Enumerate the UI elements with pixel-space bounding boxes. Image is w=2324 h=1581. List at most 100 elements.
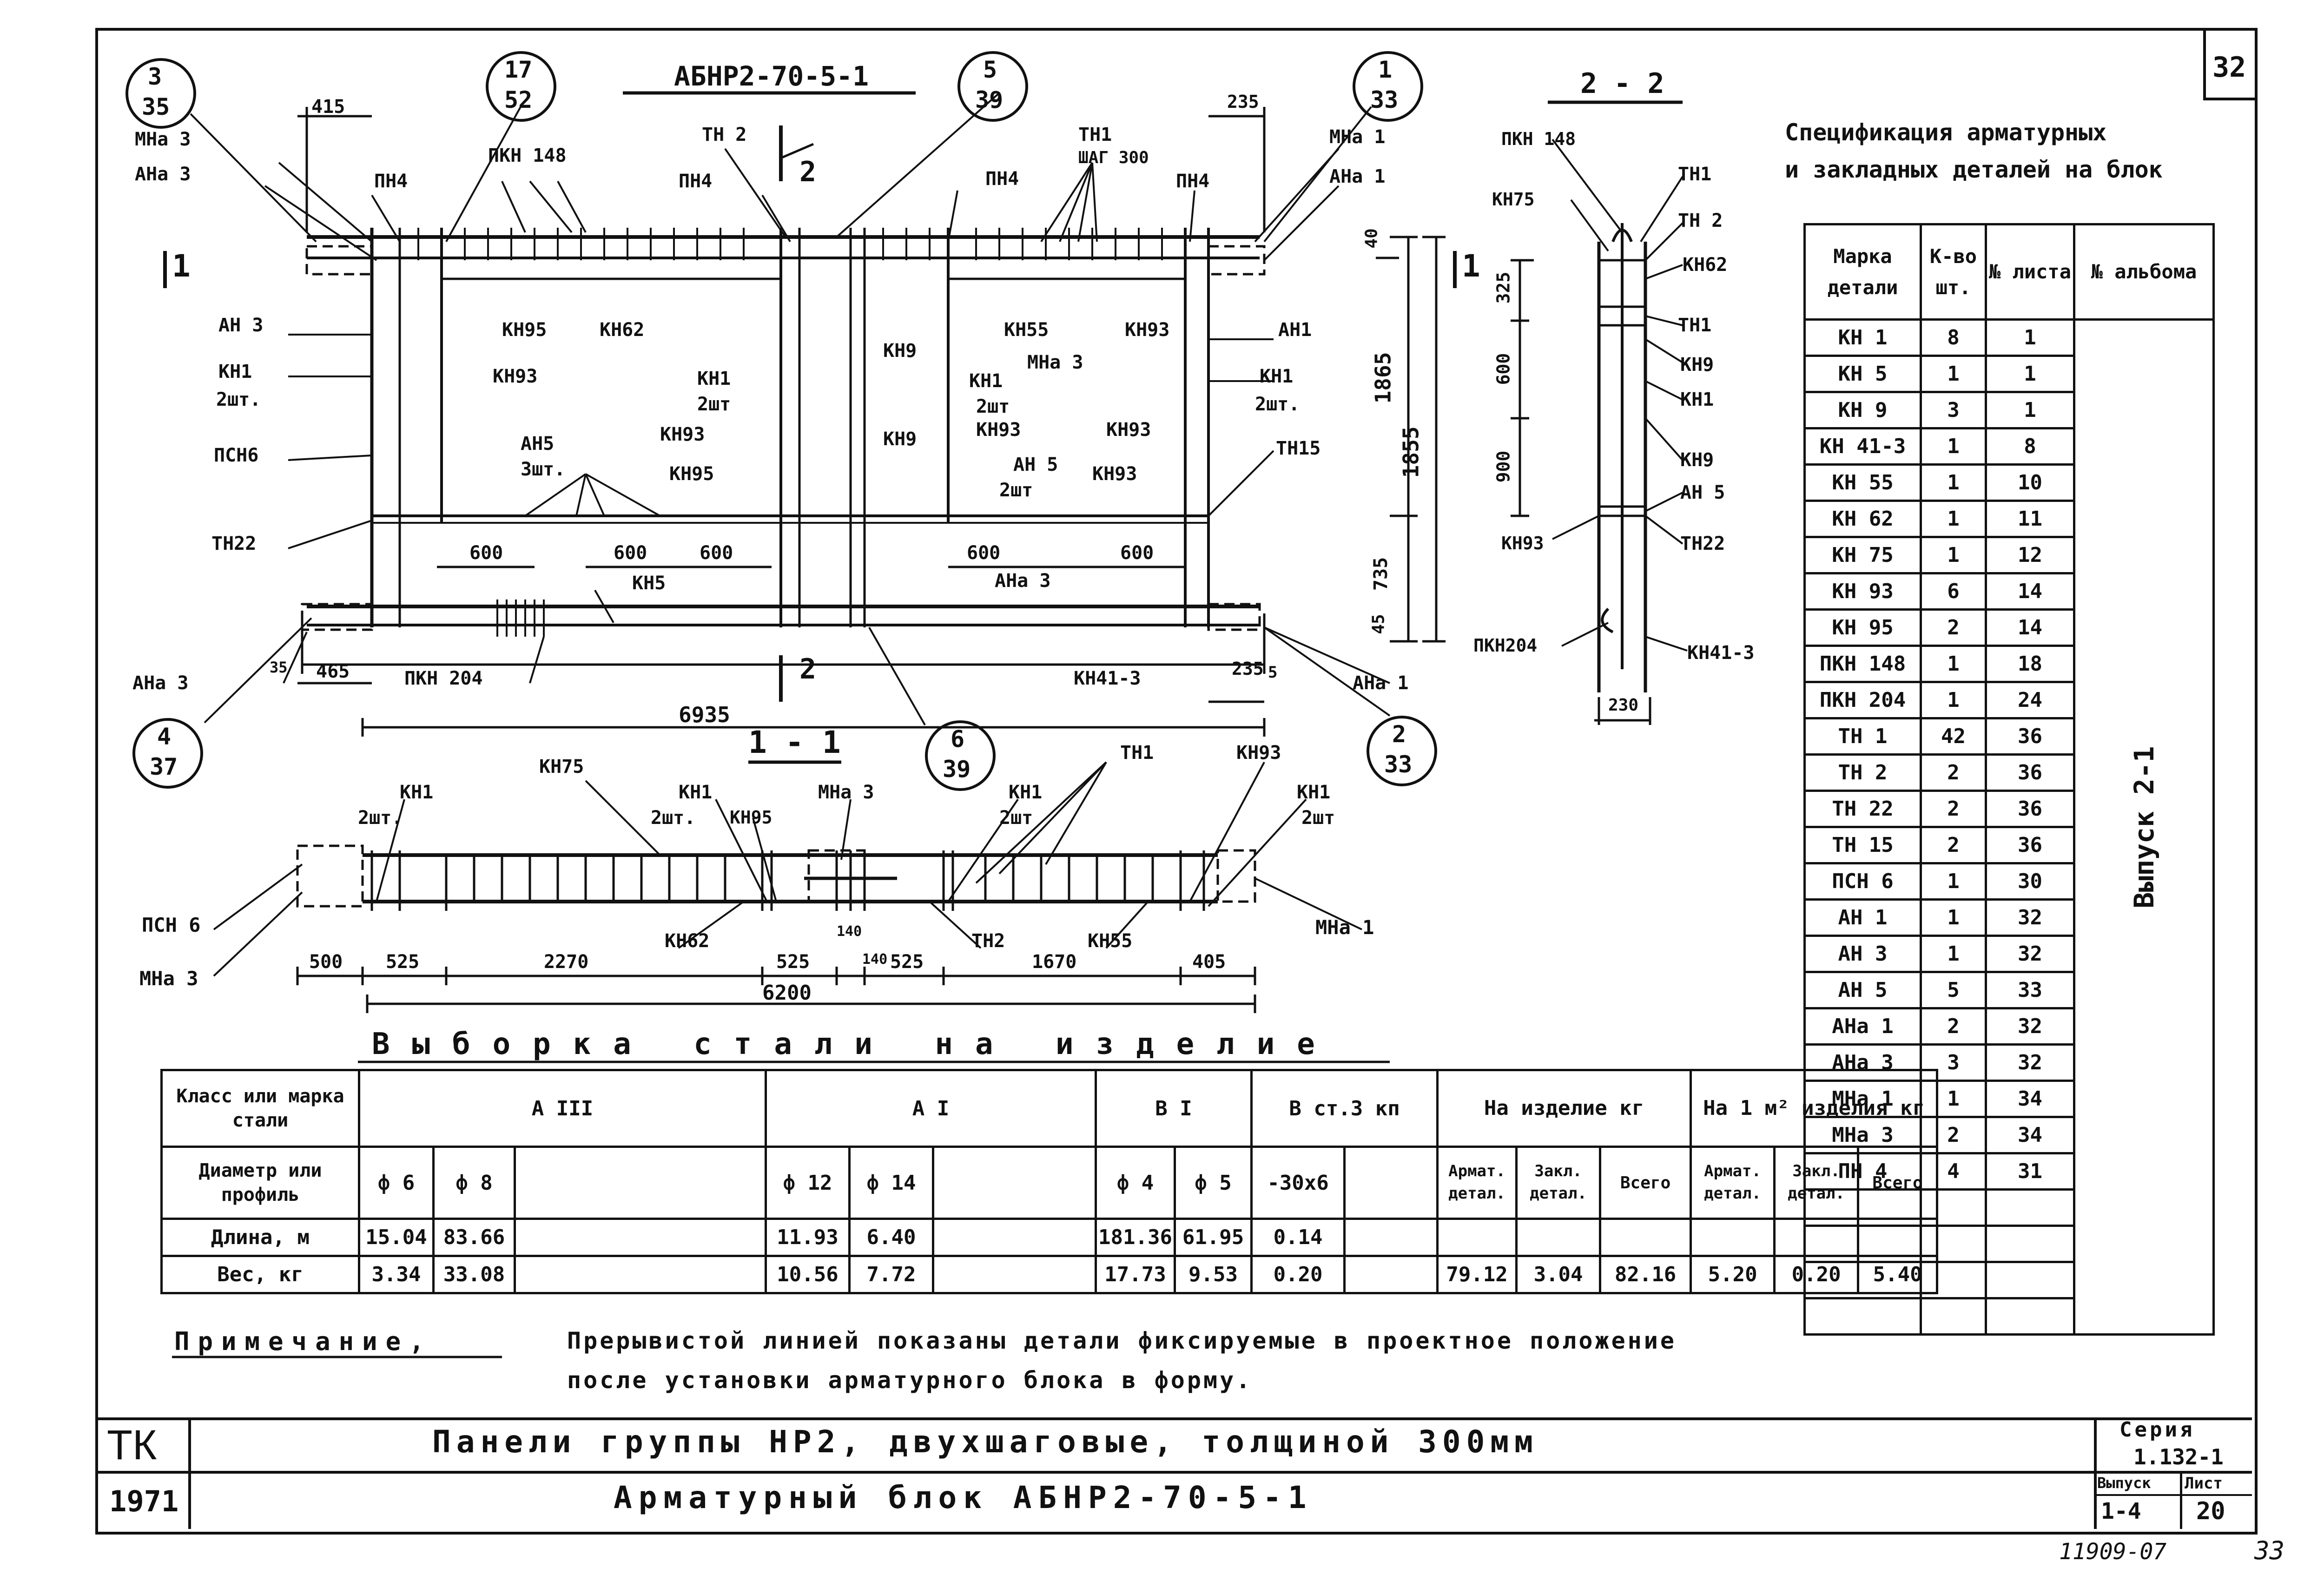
s11-2sht-b: 2шт. [651, 807, 696, 829]
steel-table: Класс или марка стали А III А I В I В ст… [160, 1069, 1939, 1294]
cell [1436, 1218, 1518, 1257]
cell: ТН 15 [1803, 826, 1922, 864]
s11-kn62: КН62 [665, 930, 710, 952]
dim-6935: 6935 [679, 702, 730, 727]
cell: 42 [1920, 717, 1987, 756]
label-pn4-b: ПН4 [679, 171, 713, 192]
spec-table: Марка детали К-во шт. № листа № альбома … [1803, 223, 2215, 1336]
cell: 1 [1920, 645, 1987, 683]
callout-2-33-top: 2 [1392, 721, 1406, 748]
s22-kn62: КН62 [1683, 254, 1728, 276]
callout-5-39 [957, 51, 1028, 122]
cell [1773, 1218, 1860, 1257]
cell: 3.04 [1515, 1255, 1602, 1294]
callout-3-35-top: 3 [148, 63, 162, 90]
cell: Армат. детал. [1436, 1146, 1518, 1220]
note-label: Примечание, [174, 1327, 433, 1356]
callout-5-39-bottom: 39 [975, 86, 1004, 113]
cell [932, 1146, 1097, 1220]
callout-5-39-top: 5 [983, 56, 997, 83]
s11-tn2: ТН2 [971, 930, 1005, 952]
cell: 8 [1920, 318, 1987, 357]
steel-row-diam: Диаметр или профиль ф 6 ф 8 ф 12 ф 14 ф … [160, 1146, 1939, 1220]
cell: 34 [1985, 1116, 2075, 1154]
s11-kn1-c: КН1 [1009, 782, 1043, 803]
label-2sht-left: 2шт. [216, 389, 261, 410]
cell: КН 1 [1803, 318, 1922, 357]
steel-per-m2: На 1 м² изделия кг [1690, 1069, 1939, 1148]
cell [513, 1218, 767, 1257]
cell [1985, 1188, 2075, 1227]
tb-line2: Арматурный блок АБНР2-70-5-1 [614, 1480, 1313, 1515]
steel-title: Выборка стали на изделие [372, 1027, 1337, 1061]
label-ah3: АН 3 [218, 315, 264, 336]
label-kn62: КН62 [600, 319, 645, 341]
cell: 24 [1985, 681, 2075, 719]
s11-dim-1670: 1670 [1032, 951, 1077, 973]
dim-600-2: 600 [614, 542, 647, 564]
cell: ф 6 [358, 1146, 435, 1220]
s11-kn93: КН93 [1236, 742, 1281, 764]
label-cut-2-top: 2 [799, 156, 817, 188]
cell: 14 [1985, 608, 2075, 647]
steel-row-length: Длина, м 15.04 83.66 11.93 6.40 181.36 6… [160, 1218, 1939, 1257]
steel-row-class-label: Класс или марка стали [160, 1069, 360, 1148]
label-pn4-a: ПН4 [374, 171, 408, 192]
s22-tn1-b: ТН1 [1678, 315, 1712, 336]
callout-4-37-bottom: 37 [150, 753, 178, 780]
label-2sht-r: 2шт [976, 396, 1010, 417]
cell: 0.20 [1250, 1255, 1346, 1294]
cell [1985, 1225, 2075, 1263]
s11-dim-405: 405 [1192, 951, 1226, 973]
cell: КН 93 [1803, 572, 1922, 611]
s11-dim-525-a: 525 [386, 951, 420, 973]
callout-3-35 [125, 58, 196, 129]
label-ana3-top: АНа 3 [135, 164, 191, 185]
callout-4-37-top: 4 [157, 723, 172, 750]
label-tn1: ТН1 [1078, 124, 1112, 145]
s22-kn41-3: КН41-3 [1687, 642, 1755, 664]
spec-header-mark: Марка детали [1803, 223, 1922, 321]
table-row-empty [1803, 1297, 2214, 1336]
cell: ф 12 [765, 1146, 851, 1220]
cell: 1 [1985, 391, 2075, 429]
cell: 3 [1920, 391, 1987, 429]
cell: 11 [1985, 500, 2075, 538]
cell: 11.93 [765, 1218, 851, 1257]
cell: ТН 1 [1803, 717, 1922, 756]
cell: 0.20 [1773, 1255, 1860, 1294]
label-ana1-bot: АНа 1 [1353, 672, 1409, 694]
dim-35: 35 [270, 659, 288, 676]
cell [1343, 1218, 1439, 1257]
callout-2-33-bottom: 33 [1384, 751, 1413, 778]
tb-vypusk-label: Выпуск [2097, 1474, 2151, 1492]
cell: ф 4 [1095, 1146, 1176, 1220]
s22-dim-600: 600 [1493, 353, 1514, 385]
cell: КН 41-3 [1803, 427, 1922, 466]
label-ah1: АН1 [1278, 319, 1312, 341]
s11-mna1: МНа 1 [1315, 916, 1374, 939]
cell [1857, 1218, 1939, 1257]
cell: 8 [1985, 427, 2075, 466]
cell: 1 [1920, 935, 1987, 973]
callout-6-39 [925, 720, 996, 791]
sheet-frame [95, 28, 2258, 1535]
cell [932, 1218, 1097, 1257]
spec-header-qty: К-во шт. [1920, 223, 1987, 321]
cell: АНа 1 [1803, 1007, 1922, 1046]
cell: 83.66 [432, 1218, 516, 1257]
s11-mna3-a: МНа 3 [818, 782, 874, 803]
cell [1985, 1261, 2075, 1299]
dim-40: 40 [1362, 228, 1381, 249]
callout-17-52 [486, 51, 556, 122]
s11-dim-140-a: 140 [837, 923, 862, 940]
spec-album: Выпуск 2-1 [2128, 745, 2160, 909]
cell: 2 [1920, 790, 1987, 828]
steel-class-a1: А I [765, 1069, 1097, 1148]
s22-pkn148: ПКН 148 [1501, 129, 1576, 149]
